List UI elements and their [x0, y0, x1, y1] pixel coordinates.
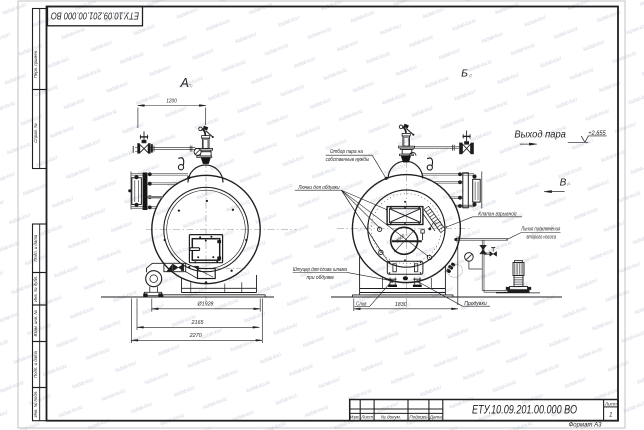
- svg-text:Формат А3: Формат А3: [569, 422, 602, 429]
- svg-text:+2,655: +2,655: [588, 130, 606, 137]
- svg-text:ЕТУ.10.09.201.00.000 ВО: ЕТУ.10.09.201.00.000 ВО: [472, 404, 577, 416]
- svg-text:ЕТУ.10.09.201.00.000 ВО: ЕТУ.10.09.201.00.000 ВО: [51, 10, 139, 21]
- svg-text:Подп. и дата: Подп. и дата: [33, 234, 38, 262]
- svg-text:Продувки: Продувки: [464, 301, 487, 307]
- svg-text:№ докум.: № докум.: [381, 415, 401, 420]
- svg-text:собственные нужды: собственные нужды: [326, 157, 370, 163]
- svg-text:Лючки для обдувки: Лючки для обдувки: [297, 185, 340, 191]
- svg-text:Дата: Дата: [429, 415, 443, 420]
- svg-text:Подп. и дата: Подп. и дата: [33, 350, 38, 378]
- svg-text:Слив: Слив: [356, 301, 367, 307]
- svg-text:Б: Б: [461, 68, 468, 80]
- svg-text:Штуцер для слива шлама: Штуцер для слива шлама: [293, 267, 348, 273]
- svg-text:Инв. № дубл.: Инв. № дубл.: [33, 276, 38, 302]
- svg-text:(1: (1: [567, 182, 570, 186]
- svg-text:Линия подключения: Линия подключения: [520, 227, 560, 233]
- svg-text:Отбор пара на: Отбор пара на: [330, 149, 364, 155]
- svg-text:1: 1: [609, 413, 612, 419]
- svg-text:2270: 2270: [189, 333, 203, 339]
- svg-text:1830: 1830: [395, 302, 408, 308]
- svg-text:Клапан взрывной: Клапан взрывной: [478, 210, 517, 217]
- svg-text:Ø500: Ø500: [394, 232, 406, 244]
- svg-text:Справ. №: Справ. №: [33, 123, 38, 143]
- svg-text:(1): (1): [189, 84, 193, 88]
- svg-text:Перв. примен.: Перв. примен.: [33, 50, 38, 79]
- svg-text:при обдувке: при обдувке: [307, 275, 335, 281]
- svg-text:1200: 1200: [166, 98, 177, 104]
- svg-text:Лист: Лист: [360, 415, 373, 420]
- svg-text:Выход пара: Выход пара: [514, 128, 566, 140]
- svg-text:В: В: [560, 177, 567, 188]
- svg-text:2165: 2165: [191, 320, 205, 326]
- svg-text:А: А: [180, 76, 189, 90]
- svg-text:Инв. № подл.: Инв. № подл.: [33, 391, 38, 418]
- svg-text:Ø1928: Ø1928: [197, 302, 215, 308]
- svg-text:второго насоса: второго насоса: [527, 235, 557, 241]
- svg-text:(1: (1: [469, 74, 472, 78]
- svg-text:Подпись: Подпись: [409, 415, 428, 420]
- svg-text:Взам. инв. №: Взам. инв. №: [33, 310, 38, 337]
- svg-text:Лист: Лист: [604, 401, 617, 406]
- svg-text:Изм.: Изм.: [350, 415, 360, 420]
